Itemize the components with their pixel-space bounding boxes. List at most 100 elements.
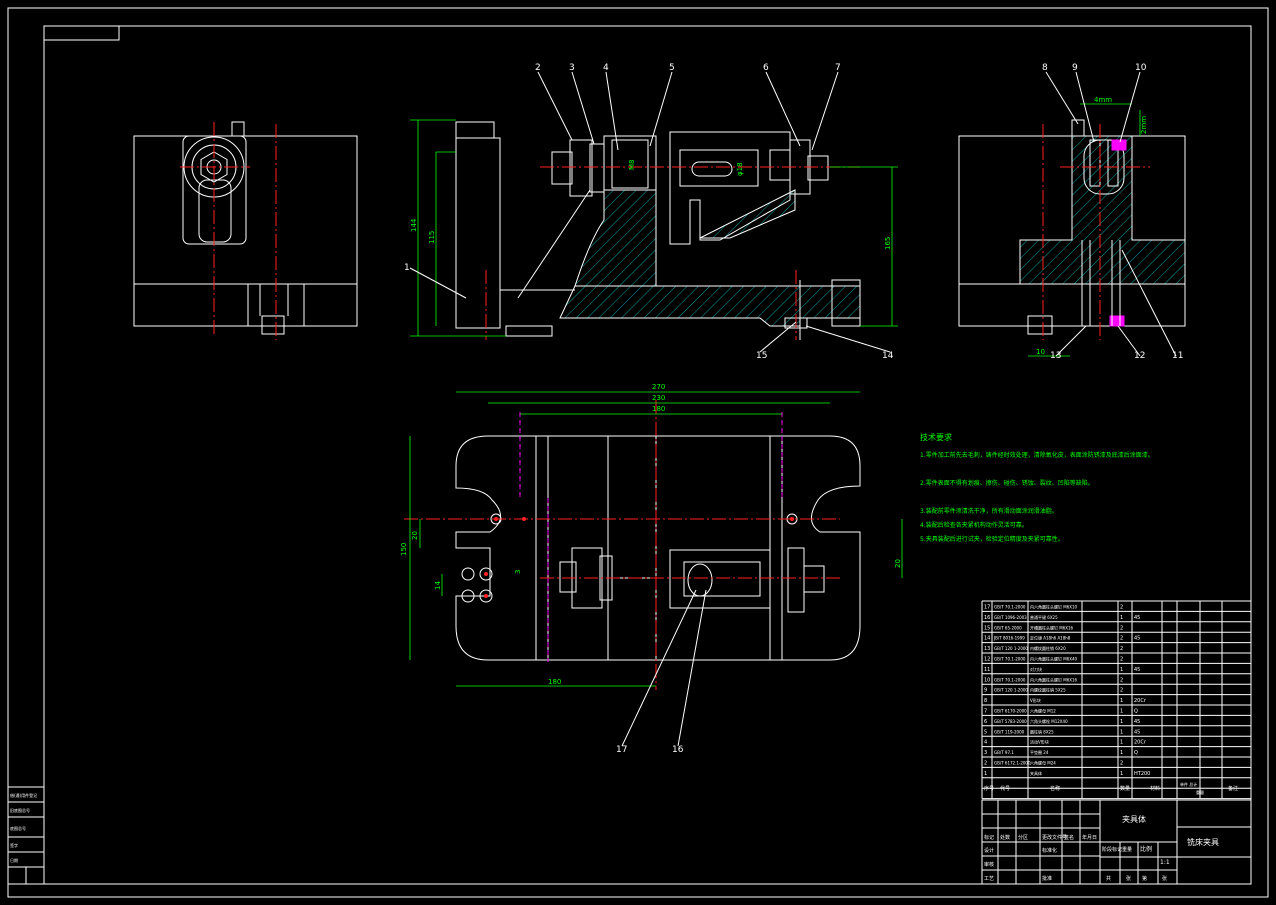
bom-row-name: 内螺纹圆柱销 5X25 (1030, 687, 1066, 693)
dim-180-bottom: 180 (548, 678, 561, 686)
title-role-3: 工艺 (984, 876, 994, 882)
balloon-10: 10 (1135, 63, 1147, 73)
balloon-16: 16 (672, 745, 684, 755)
bom-row-material: 45 (1134, 615, 1140, 621)
bom-row-code: GB/T 119-2000 (994, 729, 1025, 734)
bom-row-name: 对刀块 (1030, 666, 1042, 672)
bom-row-name: 普通平键 6X25 (1030, 614, 1058, 620)
title-sheet-1: 共 (1106, 875, 1111, 882)
bom-row-name: 六角螺母 M12 (1030, 708, 1056, 714)
left-strip-5: 日期 (10, 857, 18, 863)
balloon-4: 4 (603, 63, 609, 73)
bom-row-no: 9 (984, 688, 987, 694)
bom-row-name: 夹具体 (1030, 770, 1042, 776)
bom-header-qty: 数量 (1120, 785, 1130, 792)
bom-row-no: 6 (984, 719, 987, 725)
balloon-9: 9 (1072, 63, 1078, 73)
bom-row-code: GB/T 6172.1-2000 (994, 761, 1031, 766)
bom-row-qty: 2 (1120, 761, 1123, 767)
bom-row-name: 开槽圆柱头螺钉 M6X16 (1030, 624, 1074, 630)
bom-row-name: 内六角圆柱头螺钉 M6X10 (1030, 604, 1078, 610)
bom-row-no: 11 (984, 667, 990, 673)
left-strip-1: 借(通)用件登记 (10, 792, 37, 798)
bom-row-qty: 1 (1120, 771, 1123, 777)
bom-row-code: GB/T 97.1 (994, 750, 1014, 755)
bom-row-no: 12 (984, 657, 990, 663)
dim-d18: φ18 (736, 162, 744, 176)
outer-border (7, 7, 1269, 898)
bom-row-qty: 1 (1120, 698, 1123, 704)
bom-row-no: 2 (984, 761, 987, 767)
dim-side-bottom: 10 (1036, 348, 1045, 356)
bom-row-material: 20Cr (1134, 698, 1147, 704)
note-2: 2.零件表面不得有划痕、擦伤、碰伤、锈蚀、裂纹、凹陷等缺陷。 (920, 479, 1094, 487)
bom-header-code: 代号 (1000, 785, 1010, 792)
right-view: 4mm 2mm 10 (958, 96, 1186, 357)
title-drawing-name: 铣床夹具 (1187, 837, 1219, 847)
title-role-5: 批准 (1042, 875, 1052, 882)
title-lbl-2: 处数 (1000, 834, 1010, 841)
technical-notes: 技术要求 1.零件加工前先去毛刺，铸件经时效处理，清除氧化皮，表面涂防锈漆及底漆… (920, 432, 1154, 543)
left-strip: 借(通)用件登记 旧底图总号 底图总号 签字 日期 (7, 786, 45, 885)
bom-header-weight: 单件 总计 (1180, 781, 1197, 787)
bom-row-qty: 1 (1120, 729, 1123, 735)
title-material: 夹具体 (1122, 814, 1146, 824)
bom-row-code: GB/T 120 1-2000 (994, 688, 1028, 693)
title-lbl-3: 分区 (1018, 834, 1028, 841)
title-lbl-5: 签名 (1064, 834, 1074, 841)
balloon-7: 7 (835, 63, 841, 73)
bom-header-no: 序号 (984, 785, 994, 792)
bom-row-name: 活动V形块 (1030, 739, 1049, 745)
title-role-1: 设计 (984, 847, 994, 854)
title-sheet-4: 张 (1162, 875, 1167, 882)
bom-row-material: 45 (1134, 729, 1140, 735)
bom-row-no: 3 (984, 750, 987, 756)
balloon-1: 1 (404, 263, 410, 273)
front-view: 144 115 165 M8 φ18 (410, 119, 898, 340)
bom-row-name: 内六角圆柱头螺钉 M6X16 (1030, 676, 1078, 682)
dim-150: 150 (400, 543, 408, 556)
balloon-12: 12 (1134, 351, 1145, 361)
dim-230: 230 (652, 394, 665, 402)
dim-20a: 20 (411, 531, 419, 540)
bom-row-material: HT200 (1134, 771, 1150, 777)
title-stage-1: 阶段标记 (1102, 846, 1122, 853)
bom-row-no: 1 (984, 771, 987, 777)
title-stage-2: 重量 (1122, 846, 1132, 853)
dim-side-top2: 2mm (1140, 116, 1148, 134)
dim-14: 14 (434, 581, 442, 590)
bom-row-no: 14 (984, 636, 990, 642)
title-lbl-1: 标记 (984, 834, 994, 841)
bom-row-material: 45 (1134, 719, 1140, 725)
note-4: 4.装配后检查各夹紧机构动作灵活可靠。 (920, 521, 1028, 529)
bom-row-qty: 1 (1120, 750, 1123, 756)
bom-row-code: JB/T 8016-1999 (993, 636, 1025, 641)
balloon-6: 6 (763, 63, 769, 73)
bom-row-material: 20Cr (1134, 740, 1147, 746)
title-lbl-6: 年月日 (1082, 834, 1097, 841)
bom-row-code: GB/T 6170-2000 (994, 709, 1027, 714)
bom-row-no: 5 (984, 729, 987, 735)
bom-row-name: 六角头螺栓 M12X40 (1030, 718, 1068, 724)
bom-row-no: 17 (984, 605, 990, 611)
bom-row-no: 4 (984, 740, 987, 746)
bom-header-material: 材料 (1150, 785, 1160, 792)
bom-row-qty: 2 (1120, 677, 1123, 683)
note-1: 1.零件加工前先去毛刺，铸件经时效处理，清除氧化皮，表面涂防锈漆及底漆后涂面漆。 (920, 451, 1154, 459)
bom-row-name: 六角螺母 M24 (1030, 760, 1056, 766)
balloon-3: 3 (569, 63, 575, 73)
balloon-17: 17 (616, 745, 627, 755)
balloon-8: 8 (1042, 63, 1048, 73)
dim-side-top1: 4mm (1094, 96, 1112, 104)
balloon-11: 11 (1172, 351, 1183, 361)
note-5: 5.夹具装配后进行试夹，检验定位精度及夹紧可靠性。 (920, 535, 1064, 543)
bom-row-name: 平垫圈 24 (1030, 749, 1049, 755)
balloon-leaders (409, 71, 1177, 747)
dim-165: 165 (884, 237, 892, 250)
bom-row-qty: 1 (1120, 719, 1123, 725)
dim-3: 3 (514, 570, 522, 574)
bom-row-code: GB/T 70.1-2000 (994, 677, 1026, 682)
bom-row-qty: 2 (1120, 605, 1123, 611)
dim-144: 144 (410, 218, 418, 232)
